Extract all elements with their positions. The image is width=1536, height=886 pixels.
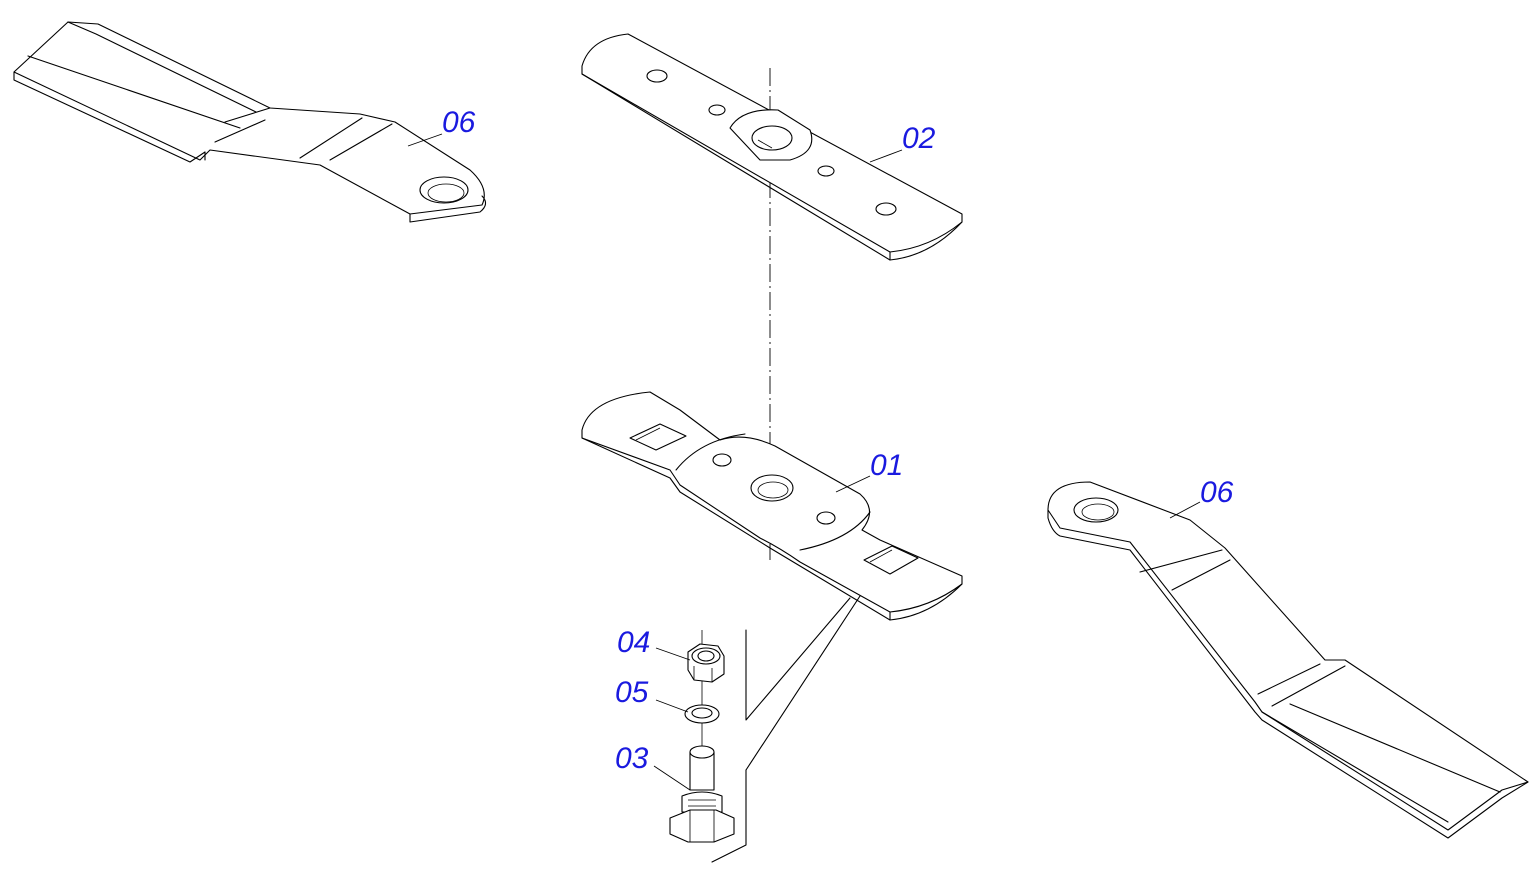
callout-carrier-middle: 01: [870, 449, 903, 482]
leader-03: [653, 765, 691, 791]
blade-top-left: [13, 21, 487, 223]
carrier-middle: [581, 391, 963, 621]
plate-top: [581, 33, 963, 261]
nut: [687, 643, 725, 683]
callout-washer: 05: [615, 676, 649, 709]
callout-plate-top: 02: [902, 122, 936, 155]
leader-05: [655, 699, 689, 713]
callout-blade-right: 06: [1200, 476, 1234, 509]
blade-right: [1047, 481, 1529, 839]
callout-blade-top-left: 06: [442, 106, 476, 139]
callout-bolt: 03: [615, 742, 649, 775]
bolt: [669, 745, 735, 843]
callout-nut: 04: [617, 626, 650, 659]
leader-02: [869, 149, 903, 163]
leader-06-top: [407, 133, 443, 147]
washer: [684, 704, 720, 724]
leader-06-right: [1169, 501, 1201, 519]
leader-01: [835, 475, 871, 493]
leader-04: [655, 647, 691, 661]
